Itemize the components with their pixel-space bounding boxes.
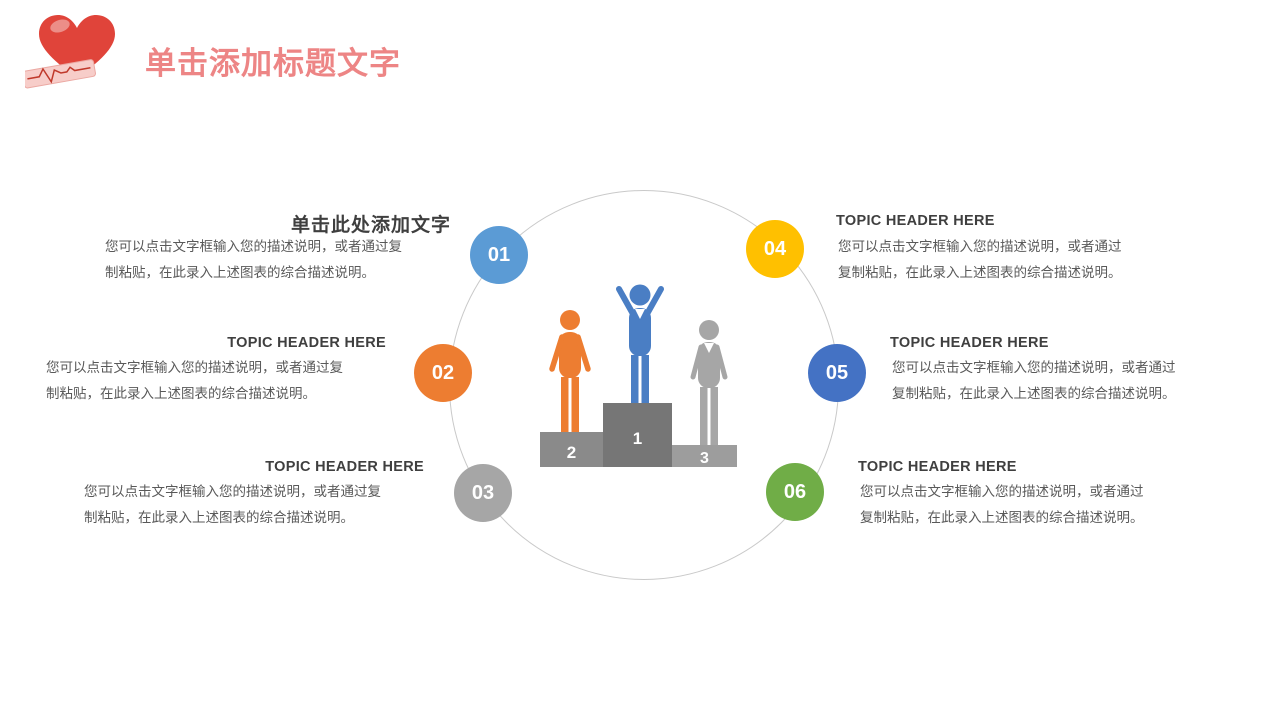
podium-block-1 — [603, 403, 672, 467]
podium-block-3 — [672, 445, 737, 467]
heart-ecg-icon — [25, 15, 115, 89]
podium-rank-2: 2 — [567, 443, 576, 462]
step-circle-05[interactable]: 05 — [808, 344, 866, 402]
step-circle-06[interactable]: 06 — [766, 463, 824, 521]
person-figure-blue — [629, 284, 651, 403]
step-number: 04 — [763, 237, 787, 260]
topic-body-01[interactable]: 您可以点击文字框输入您的描述说明，或者通过复制粘贴，在此录入上述图表的综合描述说… — [105, 239, 402, 280]
topic-header-06[interactable]: TOPIC HEADER HERE — [858, 459, 1017, 475]
topic-header-02[interactable]: TOPIC HEADER HERE — [227, 335, 386, 351]
step-number: 06 — [783, 480, 807, 503]
topic-header-01[interactable]: 单击此处添加文字 — [290, 215, 451, 236]
step-number: 05 — [825, 361, 849, 384]
step-circle-03[interactable]: 03 — [454, 464, 512, 522]
topic-header-04[interactable]: TOPIC HEADER HERE — [836, 213, 995, 229]
podium-rank-1: 1 — [633, 429, 642, 448]
topic-body-05[interactable]: 您可以点击文字框输入您的描述说明，或者通过复制粘贴，在此录入上述图表的综合描述说… — [892, 360, 1176, 401]
topic-header-05[interactable]: TOPIC HEADER HERE — [890, 335, 1049, 351]
topic-body-06[interactable]: 您可以点击文字框输入您的描述说明，或者通过复制粘贴，在此录入上述图表的综合描述说… — [860, 484, 1144, 525]
step-number: 03 — [471, 481, 495, 504]
podium-rank-3: 3 — [700, 450, 709, 467]
step-number: 02 — [431, 361, 455, 384]
winners-podium-graphic[interactable]: 2 1 3 — [533, 273, 745, 471]
bandaid-strip — [25, 59, 96, 89]
topic-body-04[interactable]: 您可以点击文字框输入您的描述说明，或者通过复制粘贴，在此录入上述图表的综合描述说… — [838, 239, 1122, 280]
person-figure-gray — [698, 320, 720, 445]
step-circle-02[interactable]: 02 — [414, 344, 472, 402]
topic-body-03[interactable]: 您可以点击文字框输入您的描述说明，或者通过复制粘贴，在此录入上述图表的综合描述说… — [84, 484, 381, 525]
step-circle-01[interactable]: 01 — [470, 226, 528, 284]
podium-block-2 — [540, 432, 603, 467]
person-figure-orange — [559, 310, 581, 432]
topic-header-03[interactable]: TOPIC HEADER HERE — [265, 459, 424, 475]
topic-body-02[interactable]: 您可以点击文字框输入您的描述说明，或者通过复制粘贴，在此录入上述图表的综合描述说… — [46, 360, 343, 401]
slide-title[interactable]: 单击添加标题文字 — [145, 46, 401, 81]
heart-shape — [39, 15, 115, 78]
step-circle-04[interactable]: 04 — [746, 220, 804, 278]
step-number: 01 — [487, 243, 511, 266]
